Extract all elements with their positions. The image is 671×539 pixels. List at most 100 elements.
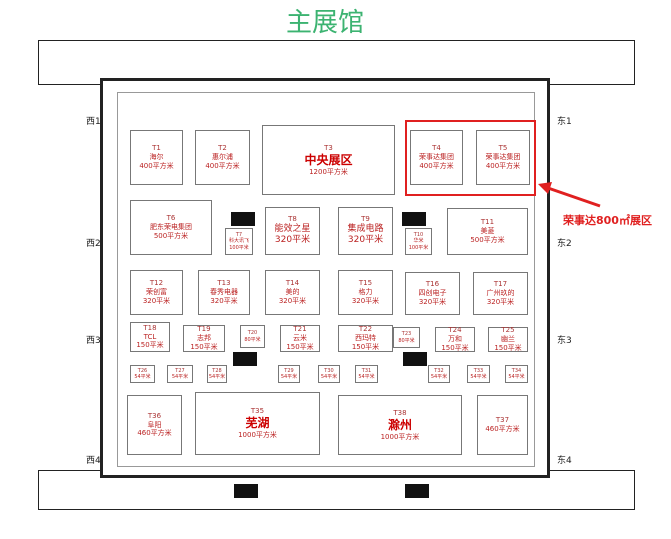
stair-icon [403, 352, 427, 366]
door-west-4: 西4 [86, 456, 101, 466]
booth-id: T24 [448, 326, 462, 335]
booth-id: T28 [212, 367, 222, 374]
booth-id: T10 [413, 232, 424, 239]
booth-name: 惠尔浦 [212, 153, 233, 162]
booth-name: 美菱 [480, 227, 495, 236]
booth-area: 460平方米 [137, 429, 172, 438]
door-west-1: 西1 [86, 117, 101, 127]
booth-id: T11 [480, 218, 495, 227]
door-west-2: 西2 [86, 239, 101, 249]
booth-id: T20 [247, 330, 258, 337]
booth-id: T6 [166, 214, 176, 223]
booth-area: 320平米 [142, 296, 171, 305]
booth-id: T1 [152, 144, 161, 153]
booth-area: 150平米 [136, 341, 164, 350]
booth-name: 科大讯飞 [228, 238, 249, 245]
booth-name: 美的 [285, 288, 300, 297]
booth-name: 荣创富 [146, 288, 167, 297]
booth-id: T35 [250, 407, 265, 416]
booth-area: 400平方米 [139, 161, 174, 170]
booth-name: 广州玖的 [486, 289, 515, 298]
booth-area: 54平米 [358, 374, 375, 380]
booth-area: 1000平方米 [238, 431, 277, 439]
booth-id: T2 [218, 144, 227, 153]
booth-name: 云米 [293, 334, 307, 343]
booth-name: 万和 [448, 335, 462, 344]
booth-area: 54平米 [320, 374, 338, 380]
door-east-2: 东2 [557, 239, 572, 249]
booth-id: T25 [501, 326, 515, 335]
booth-id: T8 [288, 215, 297, 224]
booth-id: T37 [495, 416, 510, 425]
booth-area: 320平米 [418, 297, 447, 306]
booth-area: 80平米 [244, 336, 261, 343]
door-east-1: 东1 [557, 117, 572, 127]
booth-area: 400平方米 [205, 161, 240, 170]
booth-id: T34 [511, 367, 522, 374]
booth-id: T17 [493, 280, 508, 289]
booth-area: 54平米 [470, 374, 487, 380]
stair-icon [233, 352, 257, 366]
stair-icon [402, 212, 426, 226]
booth-area: 150平米 [441, 343, 469, 352]
booth-name: 能效之星 [274, 224, 311, 235]
booth-id: T21 [293, 325, 307, 334]
booth-area: 150平米 [494, 343, 522, 352]
booth-id: T26 [137, 367, 148, 374]
booth-id: T7 [235, 232, 243, 239]
booth-name: 格力 [358, 288, 373, 297]
stair-icon [234, 484, 258, 498]
booth-name: 华米 [413, 238, 424, 245]
booth-area: 150平米 [286, 342, 314, 351]
booth-id: T3 [324, 143, 333, 152]
door-west-3: 西3 [86, 336, 101, 346]
booth-area: 500平方米 [153, 231, 189, 240]
booth-id: T15 [358, 279, 373, 288]
booth-name: 四创电子 [418, 289, 447, 298]
booth-area: 320平米 [210, 296, 238, 305]
hall-title: 主展馆 [285, 8, 364, 38]
booth-area: 54平米 [208, 374, 226, 380]
rongshida-highlight-box [405, 120, 536, 196]
booth-area: 500平方米 [470, 235, 505, 244]
